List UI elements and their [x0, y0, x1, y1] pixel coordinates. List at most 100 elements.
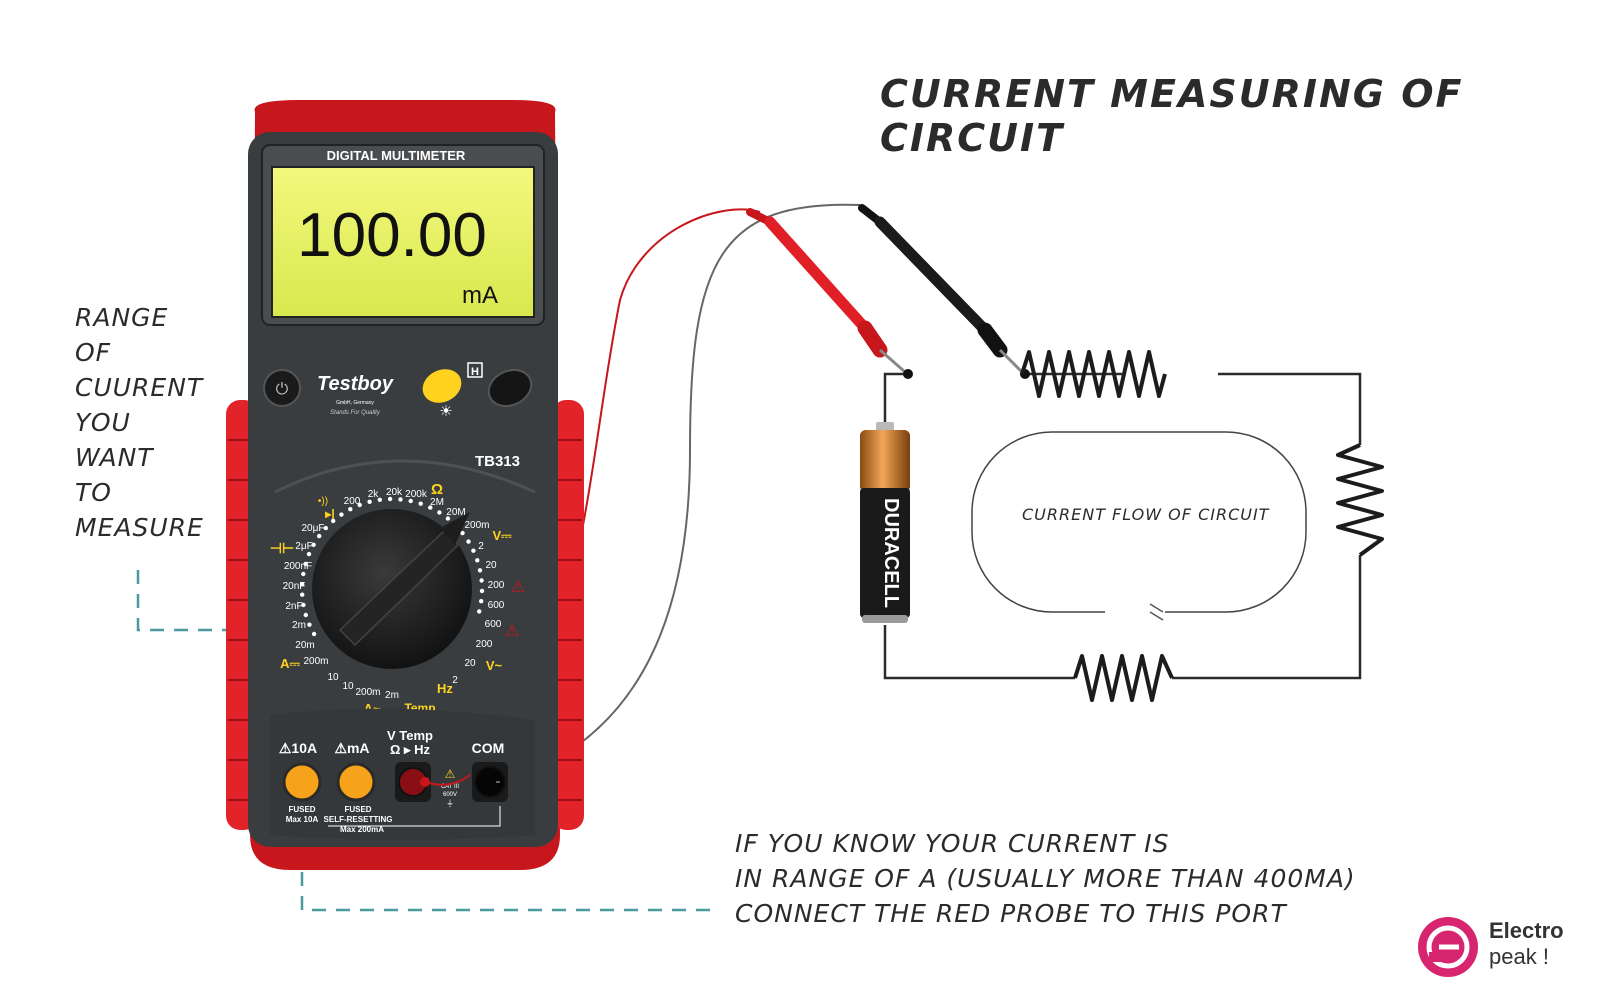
dial-tick-dot — [348, 507, 353, 512]
flow-arrow-icon — [1149, 603, 1164, 621]
dial-label: 20m — [295, 640, 314, 651]
dial-tick-dot — [475, 558, 480, 563]
port-note-line: IF YOU KNOW YOUR CURRENT IS — [735, 829, 1170, 858]
dial-label: 2m — [292, 620, 306, 631]
meter-header: DIGITAL MULTIMETER — [327, 148, 466, 163]
dial-tick-dot — [299, 582, 305, 587]
ohm-symbol: Ω — [431, 481, 443, 498]
logo-text-bottom: peak ! — [1489, 944, 1549, 969]
dial-tick-dot — [303, 612, 308, 618]
dial-tick-dot — [301, 571, 306, 577]
dial-tick-dot — [387, 496, 393, 502]
dial-tick-dot — [311, 631, 317, 637]
port-note-line: CONNECT THE RED PROBE TO THIS PORT — [735, 899, 1287, 928]
model-label: TB313 — [475, 453, 520, 470]
dial-label: 200 — [344, 496, 361, 507]
dial-tick-dot — [398, 497, 403, 502]
dial-label: 20nF — [283, 581, 306, 592]
dial-label: 600 — [488, 600, 505, 611]
dial-label: 200 — [488, 580, 505, 591]
logo-text-top: Electro — [1489, 918, 1564, 943]
electropeak-logo: Electro peak ! — [1415, 912, 1595, 982]
cat-line1: CAT III — [441, 784, 459, 790]
dial-label: 2m — [385, 690, 399, 701]
power-button[interactable] — [263, 369, 301, 407]
dial-tick-dot — [460, 530, 465, 536]
dial-tick-dot — [377, 497, 382, 502]
range-note-line: WANT — [75, 443, 154, 472]
dial-tick-dot — [418, 501, 423, 506]
dial-tick-dots — [299, 496, 485, 637]
dc-volts-icon: V⎓ — [492, 528, 512, 543]
dial-tick-dot — [323, 525, 328, 531]
cat-line2: 600V — [443, 792, 457, 798]
port-10a-jack[interactable] — [282, 762, 322, 802]
range-note-line: YOU — [75, 408, 131, 437]
black-lead-wire — [494, 203, 861, 786]
port-ma-jack[interactable] — [336, 762, 376, 802]
dial-label: 200m — [464, 520, 489, 531]
ac-volts-icon: V~ — [486, 658, 503, 673]
dial-tick-dot — [479, 599, 484, 604]
knob-pointer — [338, 528, 460, 647]
warning-icon: ⚠ — [505, 623, 519, 640]
lcd-reading: 100.00 — [297, 201, 487, 270]
high-voltage-icon: ⚠ — [445, 767, 456, 781]
dial-label: 200m — [355, 687, 380, 698]
port-label-com: COM — [472, 740, 505, 756]
dial-tick-dot — [306, 551, 312, 557]
current-flow-label: CURRENT FLOW OF CIRCUIT — [1022, 505, 1270, 524]
dial-label: 200m — [303, 656, 328, 667]
hold-key-box — [467, 362, 483, 378]
warning-icon: ⚠ — [511, 579, 525, 596]
dial-tick-dot — [445, 516, 451, 521]
max200-label: Max 200mA — [340, 825, 384, 834]
black-probe — [858, 204, 1024, 374]
dial-label: 20 — [485, 560, 497, 571]
dial-tick-dot — [357, 502, 362, 508]
resistor-top — [1020, 350, 1167, 398]
backlight-button[interactable] — [417, 363, 467, 409]
fused-label: FUSED — [288, 805, 315, 814]
dial-tick-dot — [307, 622, 312, 627]
port-label-ma: ⚠mA — [334, 740, 369, 756]
dial-label: 2M — [430, 497, 444, 508]
dial-tick-dot — [477, 568, 483, 573]
power-icon: ⏻ — [276, 381, 289, 398]
hold-button[interactable] — [483, 363, 537, 412]
port-com-jack[interactable] — [474, 766, 506, 798]
dial-tick-dot — [367, 499, 372, 504]
dial-tick-dot — [466, 539, 471, 544]
dial-tick-dot — [479, 578, 484, 583]
capacitor-icon: ⊣⊢ — [270, 540, 294, 556]
dial-label: 20M — [446, 507, 465, 518]
dial-label: 2 — [478, 541, 484, 552]
lcd-screen — [271, 166, 535, 318]
brand-tagline: Stands For Quality — [330, 410, 381, 416]
lcd-unit: mA — [462, 282, 498, 309]
dial-label: 2nF — [285, 601, 302, 612]
dial-tick-dot — [331, 518, 336, 524]
dial-label: 200k — [405, 489, 428, 500]
dial-tick-dot — [300, 592, 305, 597]
hold-key-label: H — [471, 366, 479, 378]
self-resetting-label: SELF-RESETTING — [324, 815, 393, 824]
port-label-10a: ⚠10A — [279, 740, 317, 756]
continuity-icon: •)) — [318, 496, 328, 507]
dc-amps-icon: A⎓ — [280, 656, 300, 671]
dial-tick-dot — [408, 498, 413, 504]
battery-label: DURACELL — [880, 498, 902, 608]
dial-tick-dot — [477, 609, 482, 614]
fused-label: FUSED — [344, 805, 371, 814]
dial-label: 200 — [476, 639, 493, 650]
brand-sub: GmbH, Germany — [336, 400, 374, 406]
circuit-wires — [883, 372, 1362, 680]
resistor-bottom — [1073, 654, 1174, 702]
range-note-line: RANGE — [75, 303, 169, 332]
dial-label: 2μF — [295, 541, 312, 552]
max10-label: Max 10A — [286, 815, 319, 824]
dial-tick-dot — [303, 561, 308, 567]
brand-logo: Testboy — [317, 373, 394, 395]
diode-icon: ▸| — [324, 507, 334, 521]
